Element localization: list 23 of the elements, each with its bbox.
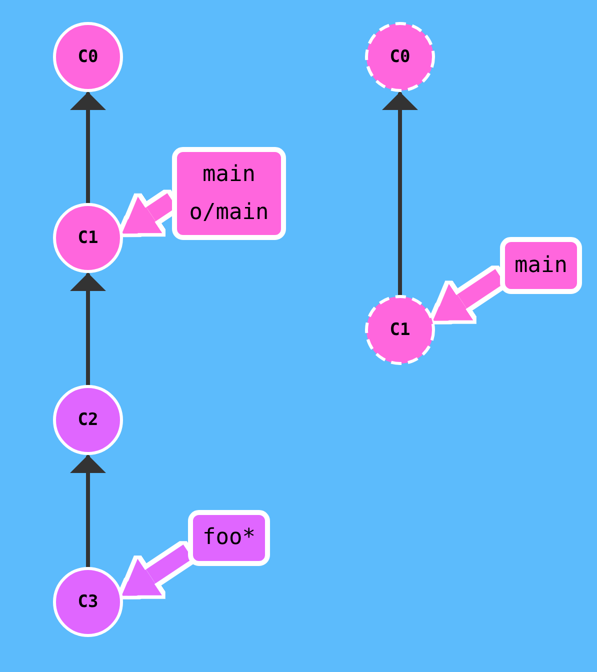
branch-name: foo* [202,524,256,552]
branch-name: o/main [189,198,269,226]
branch-tag [500,237,582,294]
commit-label: C1 [390,320,410,340]
commit-label: C1 [78,228,98,248]
commit-circle [365,22,435,92]
commit-circle [53,567,123,637]
branch-name: main [202,160,256,188]
arrow [70,92,106,203]
branch-tag [188,510,270,566]
commit-label: C2 [78,410,98,430]
commit-circle [53,22,123,92]
branch-tag [172,147,286,240]
commit-label: C0 [390,47,410,67]
commit-label: C3 [78,592,98,612]
arrow [382,92,418,295]
commit-label: C0 [78,47,98,67]
commit-circle [53,385,123,455]
arrow [70,455,106,567]
commit-circle [53,203,123,273]
branch-name: main [514,252,568,280]
commit-circle [365,295,435,365]
arrow [70,273,106,385]
